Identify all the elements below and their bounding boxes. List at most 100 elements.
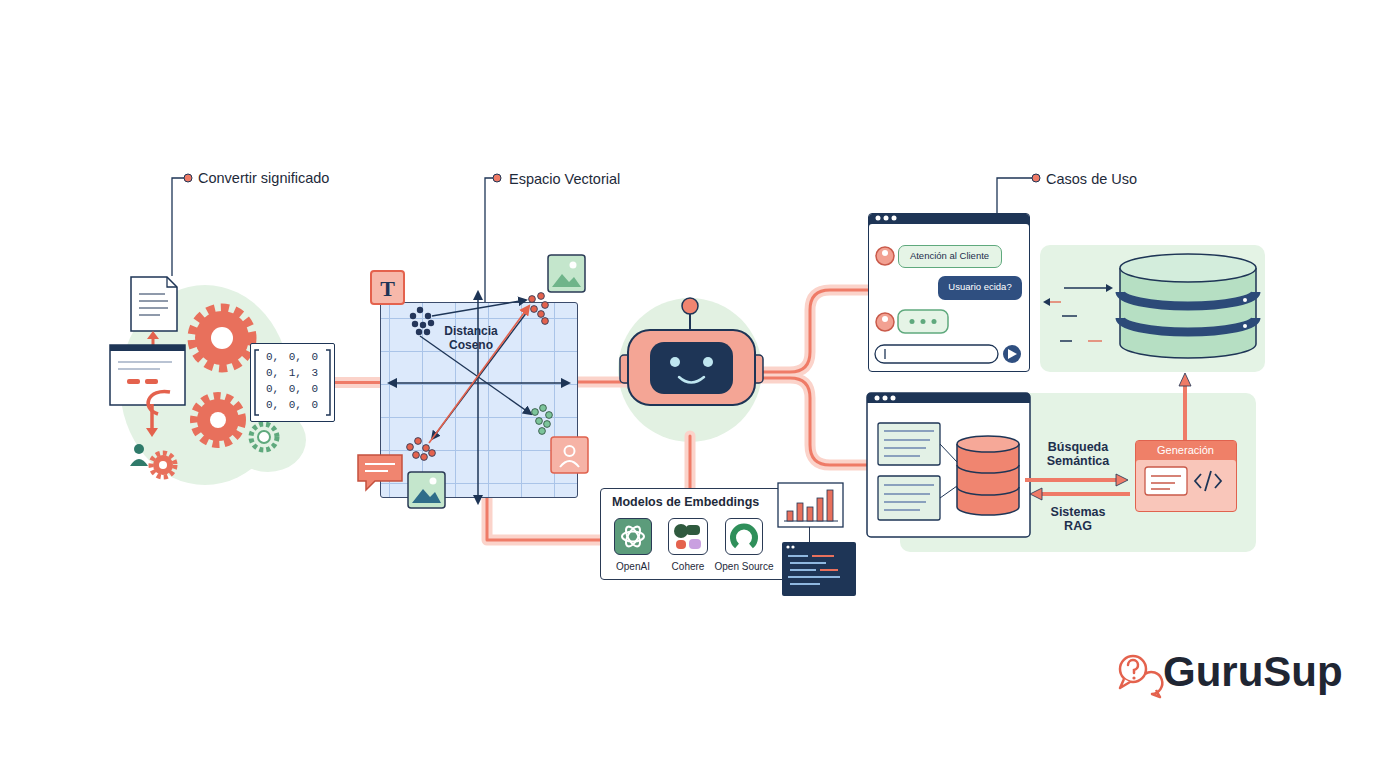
- connector-line: [487, 498, 600, 540]
- wire: [578, 381, 626, 384]
- text-icon: T: [370, 270, 405, 305]
- connector: [335, 382, 380, 383]
- document-fold: [167, 277, 177, 287]
- node-text: Open Source: [708, 561, 780, 573]
- leader-line: [997, 178, 1032, 213]
- point-cluster: [529, 293, 549, 325]
- point: [531, 306, 538, 313]
- generated-card: [1145, 467, 1187, 495]
- image-sun: [430, 478, 437, 485]
- typing-dot: [910, 319, 915, 324]
- database-top: [957, 436, 1019, 452]
- logo-bubble: [1145, 672, 1162, 697]
- window-dot: [892, 216, 897, 221]
- database-band: [1120, 318, 1256, 332]
- point: [539, 428, 546, 435]
- chart-window: [778, 483, 843, 527]
- leader-dot: [1032, 174, 1040, 182]
- database-body: [957, 444, 1019, 515]
- window-dot: [891, 396, 896, 401]
- chat-input: [875, 345, 998, 363]
- chart-bar: [807, 507, 813, 521]
- node-text: Modelos de Embeddings: [612, 495, 782, 509]
- leader-line: [485, 178, 493, 302]
- point: [416, 329, 422, 335]
- text-cursor: [884, 349, 885, 359]
- point-cluster: [407, 438, 436, 461]
- green-area: [900, 393, 1256, 552]
- image-mountain: [412, 489, 441, 503]
- gear-hole: [210, 412, 226, 428]
- gear: [192, 308, 252, 368]
- link-line: [940, 444, 957, 498]
- point: [413, 452, 420, 459]
- point: [542, 318, 549, 325]
- dash-line: [1088, 340, 1102, 341]
- curved-arrow: [148, 391, 170, 414]
- point: [415, 438, 422, 445]
- matrix-bracket: [255, 350, 330, 415]
- point: [424, 329, 430, 335]
- person-head: [565, 446, 575, 456]
- arrow-head: [147, 331, 159, 339]
- gear-hole: [159, 461, 167, 469]
- database-band: [957, 465, 1019, 495]
- cohere-logo: [686, 525, 700, 535]
- browser-pill: [127, 379, 140, 384]
- callout-label: Convertir significado: [198, 170, 418, 187]
- arrow-head: [1179, 373, 1191, 386]
- green-area: [1040, 245, 1265, 372]
- database-body: [1120, 268, 1256, 358]
- person-icon: [551, 437, 588, 473]
- connector-glow: [487, 498, 600, 540]
- vector-arrow: [432, 300, 526, 316]
- node-text: 0, 0, 0: [251, 383, 333, 396]
- green-blob: [230, 408, 306, 472]
- typing-dot: [921, 319, 926, 324]
- point: [428, 320, 434, 326]
- small-arrow: [1064, 287, 1108, 288]
- person-body: [560, 461, 579, 467]
- vector-arrow: [429, 306, 529, 443]
- chat-bubble: Usuario ecida?: [938, 276, 1022, 300]
- point: [538, 311, 545, 318]
- node-text: Usuario ecida?: [938, 282, 1022, 293]
- vector-arrow: [432, 312, 527, 439]
- logo-ring: [622, 532, 644, 542]
- gear-teeth: [251, 424, 277, 450]
- point: [421, 454, 428, 461]
- robot-screen: [650, 342, 733, 394]
- wire-glow: [578, 290, 868, 488]
- robot-antenna: [689, 314, 691, 330]
- generation-box: Generación: [1135, 440, 1237, 512]
- node-text: OpenAI: [603, 561, 663, 573]
- wire: [578, 290, 868, 488]
- node-text: Generación: [1136, 444, 1235, 457]
- connector: [487, 498, 600, 540]
- flow-arrow: [1025, 478, 1118, 482]
- leader-line: [172, 178, 184, 276]
- chart-bar: [817, 498, 823, 521]
- node-text: Atención al Cliente: [899, 251, 1000, 262]
- point: [546, 412, 553, 419]
- flow-label: Sistemas RAG: [1041, 505, 1115, 534]
- node-text: 0, 0, 0: [251, 399, 333, 412]
- axis: [477, 292, 479, 503]
- dash-line: [1060, 316, 1077, 341]
- send-icon: [1008, 349, 1017, 359]
- node-text: T: [372, 276, 403, 301]
- flow-label: Búsqueda Semántica: [1041, 440, 1115, 469]
- typing-dot: [932, 319, 937, 324]
- leader-dot: [184, 174, 192, 182]
- avatar: [876, 313, 894, 331]
- database-light: [1243, 324, 1247, 328]
- connector-line: [335, 381, 380, 384]
- gear-body: [153, 455, 173, 475]
- logo-bubble-tail: [1120, 679, 1130, 688]
- wire: [689, 436, 692, 488]
- robot-smile: [679, 377, 704, 383]
- browser-window: [110, 345, 185, 405]
- vector-space-panel: Espacio VectorialDistancia CosenoT: [380, 302, 578, 498]
